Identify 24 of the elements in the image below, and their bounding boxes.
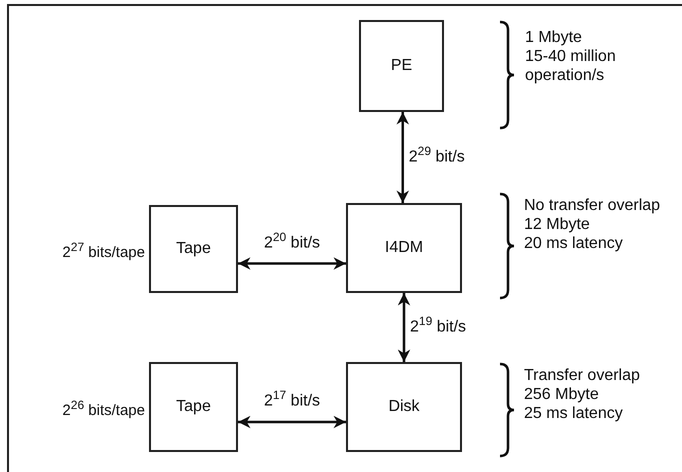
process-box	[359, 20, 444, 112]
process-box	[149, 362, 238, 452]
annotation-text: 256 Mbyte	[524, 385, 600, 404]
annotation-text: No transfer overlap	[524, 196, 662, 215]
box-label: I4DM	[384, 239, 424, 257]
annotation-text: 25 ms latency	[524, 404, 624, 423]
box-label: Disk	[388, 398, 420, 416]
box-label: Tape	[176, 398, 211, 416]
annotation-text: Transfer overlap	[524, 366, 641, 385]
double-arrow	[238, 416, 346, 428]
annotation-text: 12 Mbyte	[524, 215, 591, 234]
annotation-text: 2$^{27}$ bits/tape	[61, 239, 145, 262]
box-label: Tape	[176, 240, 211, 258]
process-box	[149, 205, 238, 293]
annotation-text: 1 Mbyte	[525, 28, 583, 47]
process-box	[346, 203, 462, 293]
double-arrow	[398, 293, 410, 362]
annotation-text: 2$^{26}$ bits/tape	[61, 397, 145, 420]
annotation-text: 20 ms latency	[524, 234, 624, 253]
annotation-text: 15-40 million operation/s	[525, 47, 617, 85]
double-arrow	[238, 257, 346, 270]
process-box	[346, 362, 462, 452]
double-arrow	[396, 112, 409, 203]
box-label: PE	[390, 57, 412, 75]
